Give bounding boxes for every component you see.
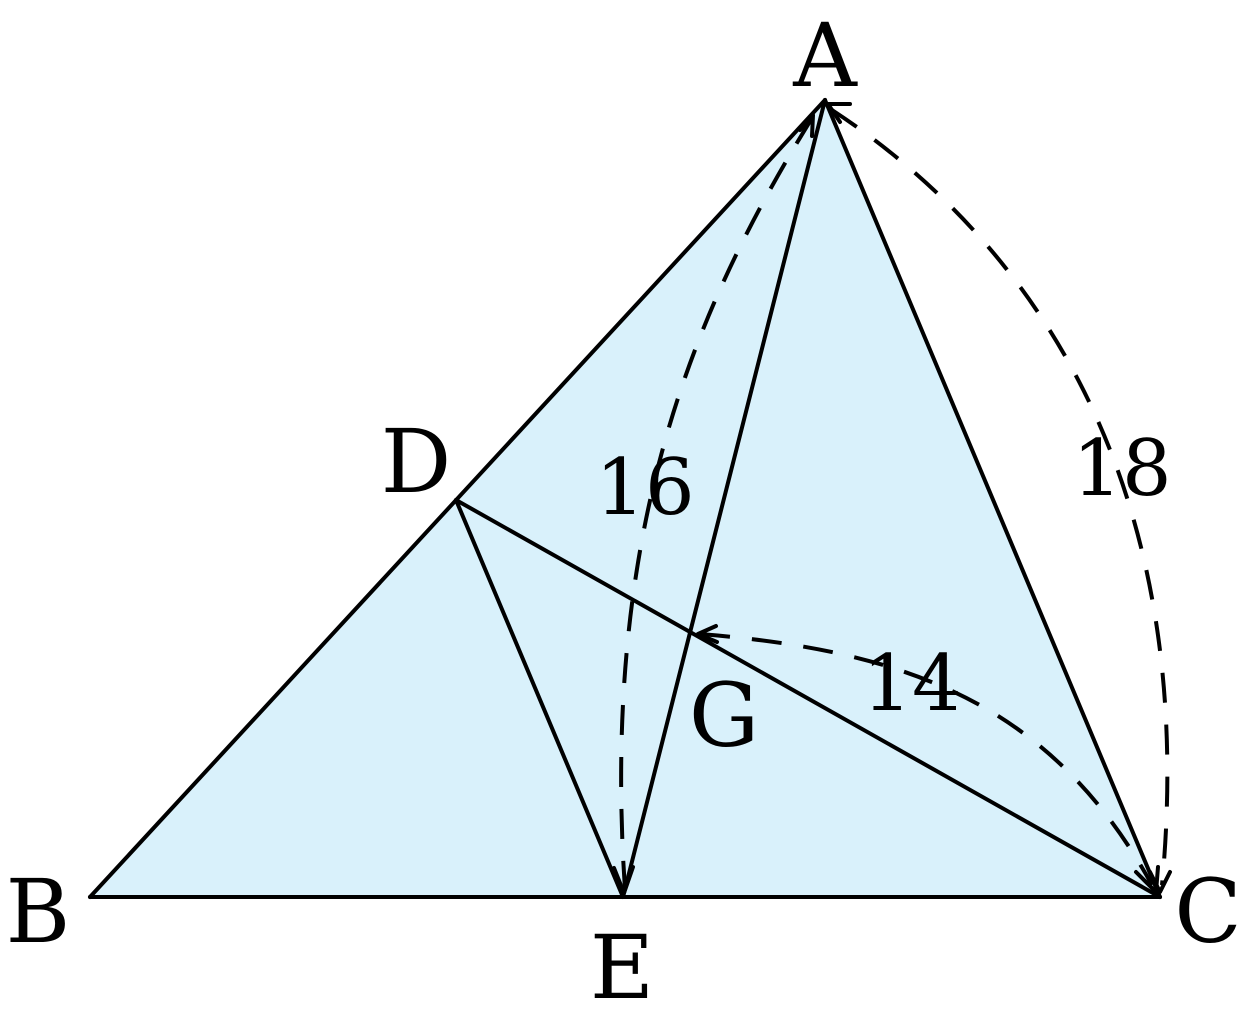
label-point-b: B xyxy=(6,860,71,963)
measure-ac: 18 xyxy=(1072,424,1171,514)
measure-ae: 16 xyxy=(595,443,694,533)
arrowhead-ae-bottom xyxy=(612,865,635,895)
label-point-c: C xyxy=(1174,860,1241,963)
label-point-g: G xyxy=(689,664,759,767)
label-point-e: E xyxy=(590,916,654,1019)
segment-ac xyxy=(823,98,1162,899)
label-point-a: A xyxy=(792,4,858,107)
arrowhead-gc-right xyxy=(1134,865,1160,894)
measure-gc: 14 xyxy=(862,639,961,729)
label-point-d: D xyxy=(381,410,452,513)
dashed-arc-gc xyxy=(699,632,1154,886)
arrowhead-ae-top xyxy=(798,113,815,138)
segment-dc xyxy=(454,498,1162,899)
segment-ae xyxy=(621,98,827,899)
segment-de xyxy=(454,498,625,899)
triangle-abc-fill xyxy=(90,100,1160,897)
dashed-arc-ac xyxy=(830,108,1170,886)
arrowhead-ac-top xyxy=(826,102,852,124)
segment-ab xyxy=(88,98,827,899)
arrowhead-gc-left xyxy=(696,624,719,644)
arrowhead-ac-bottom xyxy=(1148,870,1172,894)
